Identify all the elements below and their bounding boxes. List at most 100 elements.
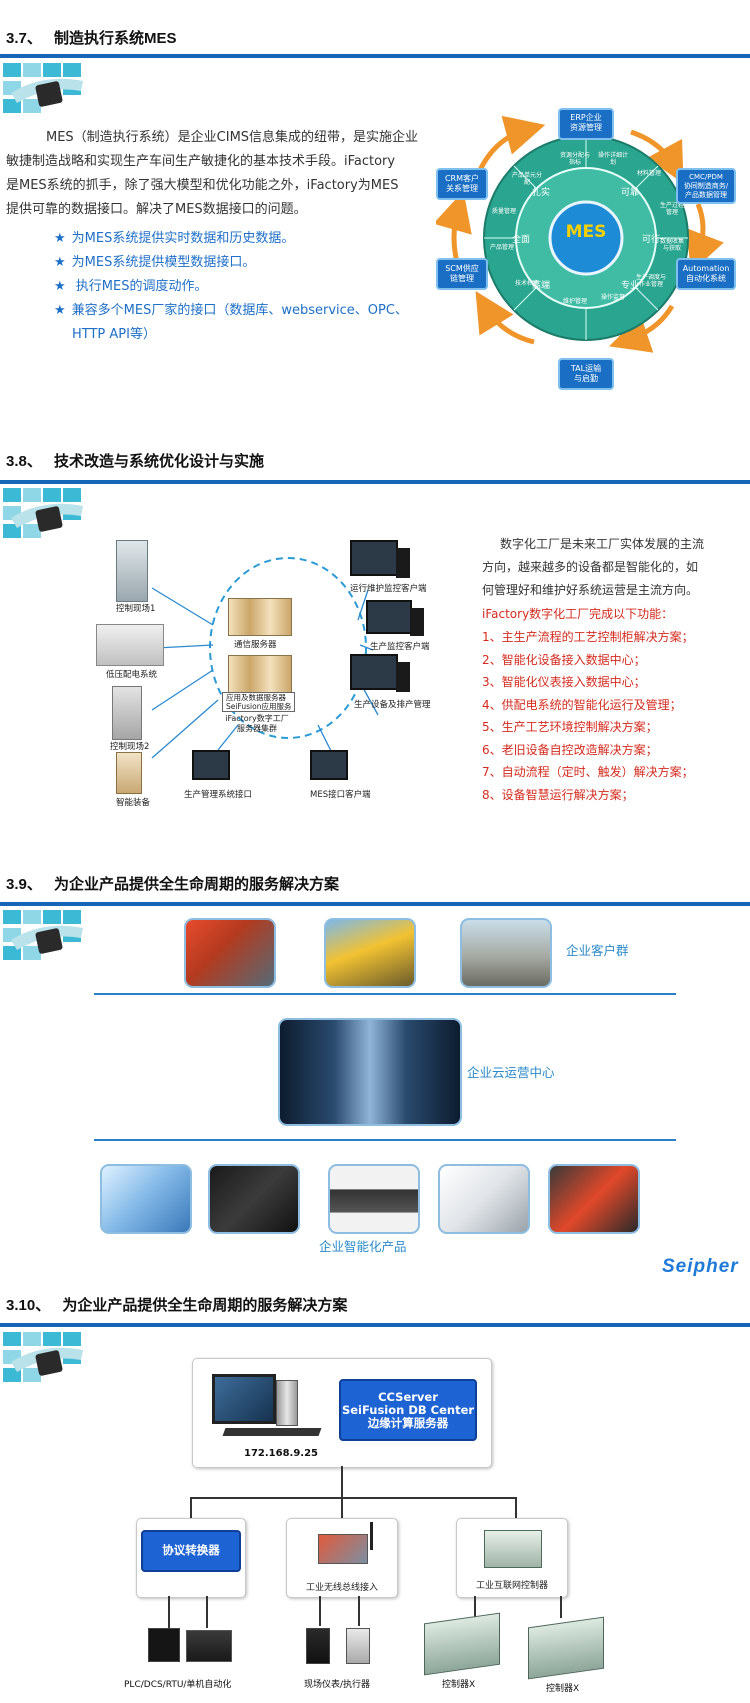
wheel-inner-word: 全面 (512, 235, 531, 245)
company-logo (3, 1332, 83, 1382)
control-box-icon (116, 752, 142, 794)
brand-logo: Seipher (662, 1256, 739, 1277)
paragraph-line: 何管理好和维护好系统运营是主流方向。 (482, 583, 699, 597)
wheel-ring-item: 维护管理 (562, 298, 587, 305)
robot-arm-photo (438, 1164, 530, 1234)
instrument-label: 现场仪表/执行器 (304, 1680, 371, 1690)
controller-x-icon (424, 1612, 500, 1676)
wheel-inner-word: 可靠 (621, 188, 640, 198)
box-line: 协同制造商务/ (683, 182, 729, 190)
ccserver-box: CCServer SeiFusion DB Center 边缘计算服务器 (339, 1379, 477, 1441)
list-item-text: 为MES系统提供实时数据和历史数据。 (71, 231, 295, 246)
box-line: CRM客户 (444, 174, 480, 183)
server-ip: 172.168.9.25 (244, 1448, 319, 1459)
paragraph-line: 数字化工厂是未来工厂实体发展的主流 (500, 537, 705, 551)
workstation-icon (310, 750, 348, 780)
list-item: 8、设备智慧运行解决方案； (482, 787, 634, 802)
wheel-ring-item: 产品单元分配 (512, 172, 543, 186)
boiler-photo (184, 918, 276, 988)
list-item-continuation: HTTP API等） (72, 327, 156, 342)
wheel-ring-item: 产品管理 (489, 244, 514, 251)
device-label: 生产设备及排产管理 (354, 700, 431, 710)
drop-line (358, 1596, 360, 1626)
star-icon: ★ (54, 231, 66, 246)
section-number: 3.10、 (6, 1297, 51, 1314)
section-title-3-7: 3.7、 制造执行系统MES (6, 27, 177, 48)
list-item-text: 为MES系统提供模型数据接口。 (71, 255, 256, 270)
cluster-label: iFactory数字工厂 服务器集群 (222, 714, 292, 734)
server-icon (228, 598, 292, 636)
app-server-label: 应用及数据服务器 SeiFusion应用服务 (222, 692, 296, 712)
device-label: 生产管理系统接口 (184, 790, 253, 800)
section-title-text: 为企业产品提供全生命周期的服务解决方案 (62, 1297, 348, 1314)
box-line: TAL运输 (570, 364, 602, 373)
star-icon: ★ (54, 303, 66, 318)
list-item: 6、老旧设备自控改造解决方案； (482, 742, 658, 757)
wireless-bus-label: 工业无线总线接入 (306, 1583, 379, 1593)
device-label: 生产监控客户端 (370, 642, 430, 652)
box-line: CMC/PDM (689, 173, 723, 181)
wheel-ring-item: 数据收集与获取 (659, 238, 684, 252)
list-item-text: 兼容多个MES厂家的接口（数据库、webservice、OPC、 (71, 303, 408, 318)
list-item: 1、主生产流程的工艺控制柜解决方案； (482, 630, 694, 644)
cycle-arrow (609, 304, 675, 353)
section-title-3-9: 3.9、 为企业产品提供全生命周期的服务解决方案 (6, 873, 339, 894)
drop-line (168, 1596, 170, 1628)
cycle-arrow (630, 129, 684, 184)
box-line: CCServer (378, 1390, 438, 1404)
drop-line (560, 1596, 562, 1618)
device-label: 控制现场2 (110, 742, 150, 752)
star-icon: ★ (54, 279, 66, 294)
label-line: iFactory数字工厂 (225, 714, 289, 723)
wheel-ring-item: 操作监督 (600, 294, 625, 301)
list-item: ★为MES系统提供模型数据接口。 (54, 251, 444, 275)
boiler-product-photo (548, 1164, 640, 1234)
section-number: 3.8、 (6, 453, 42, 470)
drop-line (319, 1596, 321, 1626)
outer-box-tal: TAL运输与启勤 (558, 358, 614, 390)
box-line: SeiFusion DB Center (341, 1403, 475, 1417)
cycle-arrow (477, 115, 546, 172)
bus-line (190, 1497, 192, 1519)
section-number: 3.7、 (6, 30, 42, 47)
drop-line (474, 1596, 476, 1618)
wheel-ring-item: 技术档案 (514, 280, 539, 287)
list-item: 7、自动流程（定时、触发）解决方案； (482, 765, 694, 779)
list-item: 4、供配电系统的智能化运行及管理； (482, 697, 682, 712)
bus-line (341, 1497, 343, 1519)
plc-label: PLC/DCS/RTU/单机自动化 (124, 1680, 232, 1690)
section-divider (0, 902, 750, 906)
section-title-3-10: 3.10、 为企业产品提供全生命周期的服务解决方案 (6, 1294, 347, 1315)
plant-photo (460, 918, 552, 988)
bus-line (190, 1497, 516, 1499)
wheel-ring-item: 质量管理 (491, 208, 516, 215)
wheel-ring-item: 生产过程管理 (659, 202, 684, 216)
cycle-arrow (475, 290, 535, 345)
switchgear-icon (96, 624, 164, 666)
device-label: 低压配电系统 (106, 670, 158, 680)
paragraph-line: 方向，越来越多的设备都是智能化的，如 (482, 560, 699, 574)
wireless-gateway-icon (318, 1534, 368, 1564)
workstation-icon (350, 654, 398, 690)
tower-icon (396, 662, 410, 692)
box-line: 产品数据管理 (685, 191, 727, 199)
box-line: 关系管理 (446, 184, 478, 193)
workstation-icon (350, 540, 398, 576)
bus-line (341, 1466, 343, 1498)
box-line: 边缘计算服务器 (367, 1416, 449, 1430)
box-line: SCM供应 (445, 264, 479, 273)
cabinet-icon (112, 686, 142, 740)
mes-paragraph: MES（制造执行系统）是企业CIMS信息集成的纽带，是实施企业 敏捷制造战略和实… (6, 126, 446, 222)
outer-box-scm: SCM供应链管理 (436, 258, 488, 290)
wheel-ring-item: 生产调度与作业管理 (636, 274, 667, 288)
wheel-inner-word: 扎实 (532, 188, 551, 198)
company-logo (3, 910, 83, 960)
controller-x-label: 控制器X (546, 1684, 580, 1694)
iot-controller-label: 工业互联网控制器 (476, 1581, 549, 1591)
section-title-text: 制造执行系统MES (54, 30, 177, 47)
wheel-center-label: MES (565, 222, 607, 242)
list-item: 2、智能化设备接入数据中心； (482, 652, 646, 667)
device-label: 智能装备 (116, 798, 151, 808)
list-item: 3、智能化仪表接入数据中心； (482, 675, 646, 689)
loader-photo (324, 918, 416, 988)
